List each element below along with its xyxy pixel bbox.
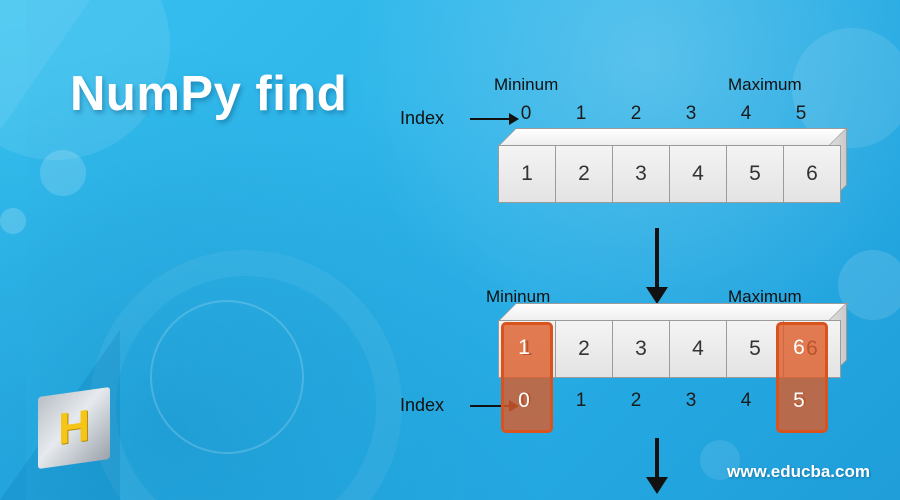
top-array-index-label: Index: [400, 108, 445, 128]
background-triangle: [0, 0, 90, 130]
page-title: NumPy find: [70, 67, 348, 121]
array-cell: 1: [498, 145, 556, 203]
array-cell: 3: [612, 320, 670, 378]
left-accent-band: [0, 0, 26, 500]
array-cell: 4: [669, 320, 727, 378]
bottom-array-min-label: Mininum: [486, 287, 551, 306]
index-cell: 0: [520, 103, 532, 124]
flow-arrow-down-icon: [646, 228, 668, 304]
array-top-face: [498, 128, 849, 146]
top-array-cells: 1 2 3 4 5 6: [498, 145, 841, 203]
background-circle: [0, 208, 26, 234]
array-cell: 2: [555, 145, 613, 203]
index-cell: 0: [520, 390, 532, 411]
bottom-array-diagram: Mininum Maximum 1 2 3 4 5 6 Index 0 1 2 …: [400, 287, 849, 433]
index-cell: 4: [740, 390, 752, 411]
index-cell: 5: [795, 103, 807, 124]
top-array-max-label: Maximum: [728, 75, 802, 94]
array-cell: 3: [612, 145, 670, 203]
site-url: www.educba.com: [727, 462, 870, 481]
logo-letter: H: [58, 400, 90, 455]
index-cell: 3: [685, 390, 697, 411]
background-circle: [700, 440, 740, 480]
array-cell: 6: [783, 145, 841, 203]
index-cell: 2: [630, 103, 642, 124]
array-cell: 6: [783, 320, 841, 378]
index-cell: 3: [685, 103, 697, 124]
top-array-min-label: Mininum: [494, 75, 559, 94]
index-cell: 5: [795, 390, 807, 411]
background-circle: [40, 150, 86, 196]
top-array-diagram: Mininum Maximum Index 0 1 2 3 4 5 1 2 3 …: [400, 75, 849, 203]
bottom-array-cells: 1 2 3 4 5 6: [498, 320, 841, 378]
flow-arrow-down-icon: [646, 438, 668, 494]
array-cell: 5: [726, 320, 784, 378]
array-top-face: [498, 303, 849, 321]
background-circle: [838, 250, 900, 320]
background-ring: [150, 300, 304, 454]
index-cell: 1: [575, 103, 587, 124]
bottom-array-max-label: Maximum: [728, 287, 802, 306]
array-cell: 2: [555, 320, 613, 378]
bottom-array-index-row: 0 1 2 3 4 5: [498, 390, 829, 412]
array-cell: 4: [669, 145, 727, 203]
index-cell: 2: [630, 390, 642, 411]
top-array-index-row: 0 1 2 3 4 5: [498, 103, 829, 125]
array-cell: 1: [498, 320, 556, 378]
top-array-index-arrow-icon: [470, 113, 519, 125]
array-cell: 5: [726, 145, 784, 203]
index-cell: 1: [575, 390, 587, 411]
index-cell: 4: [740, 103, 752, 124]
educba-logo: H: [38, 386, 110, 470]
bottom-array-index-label: Index: [400, 395, 445, 415]
